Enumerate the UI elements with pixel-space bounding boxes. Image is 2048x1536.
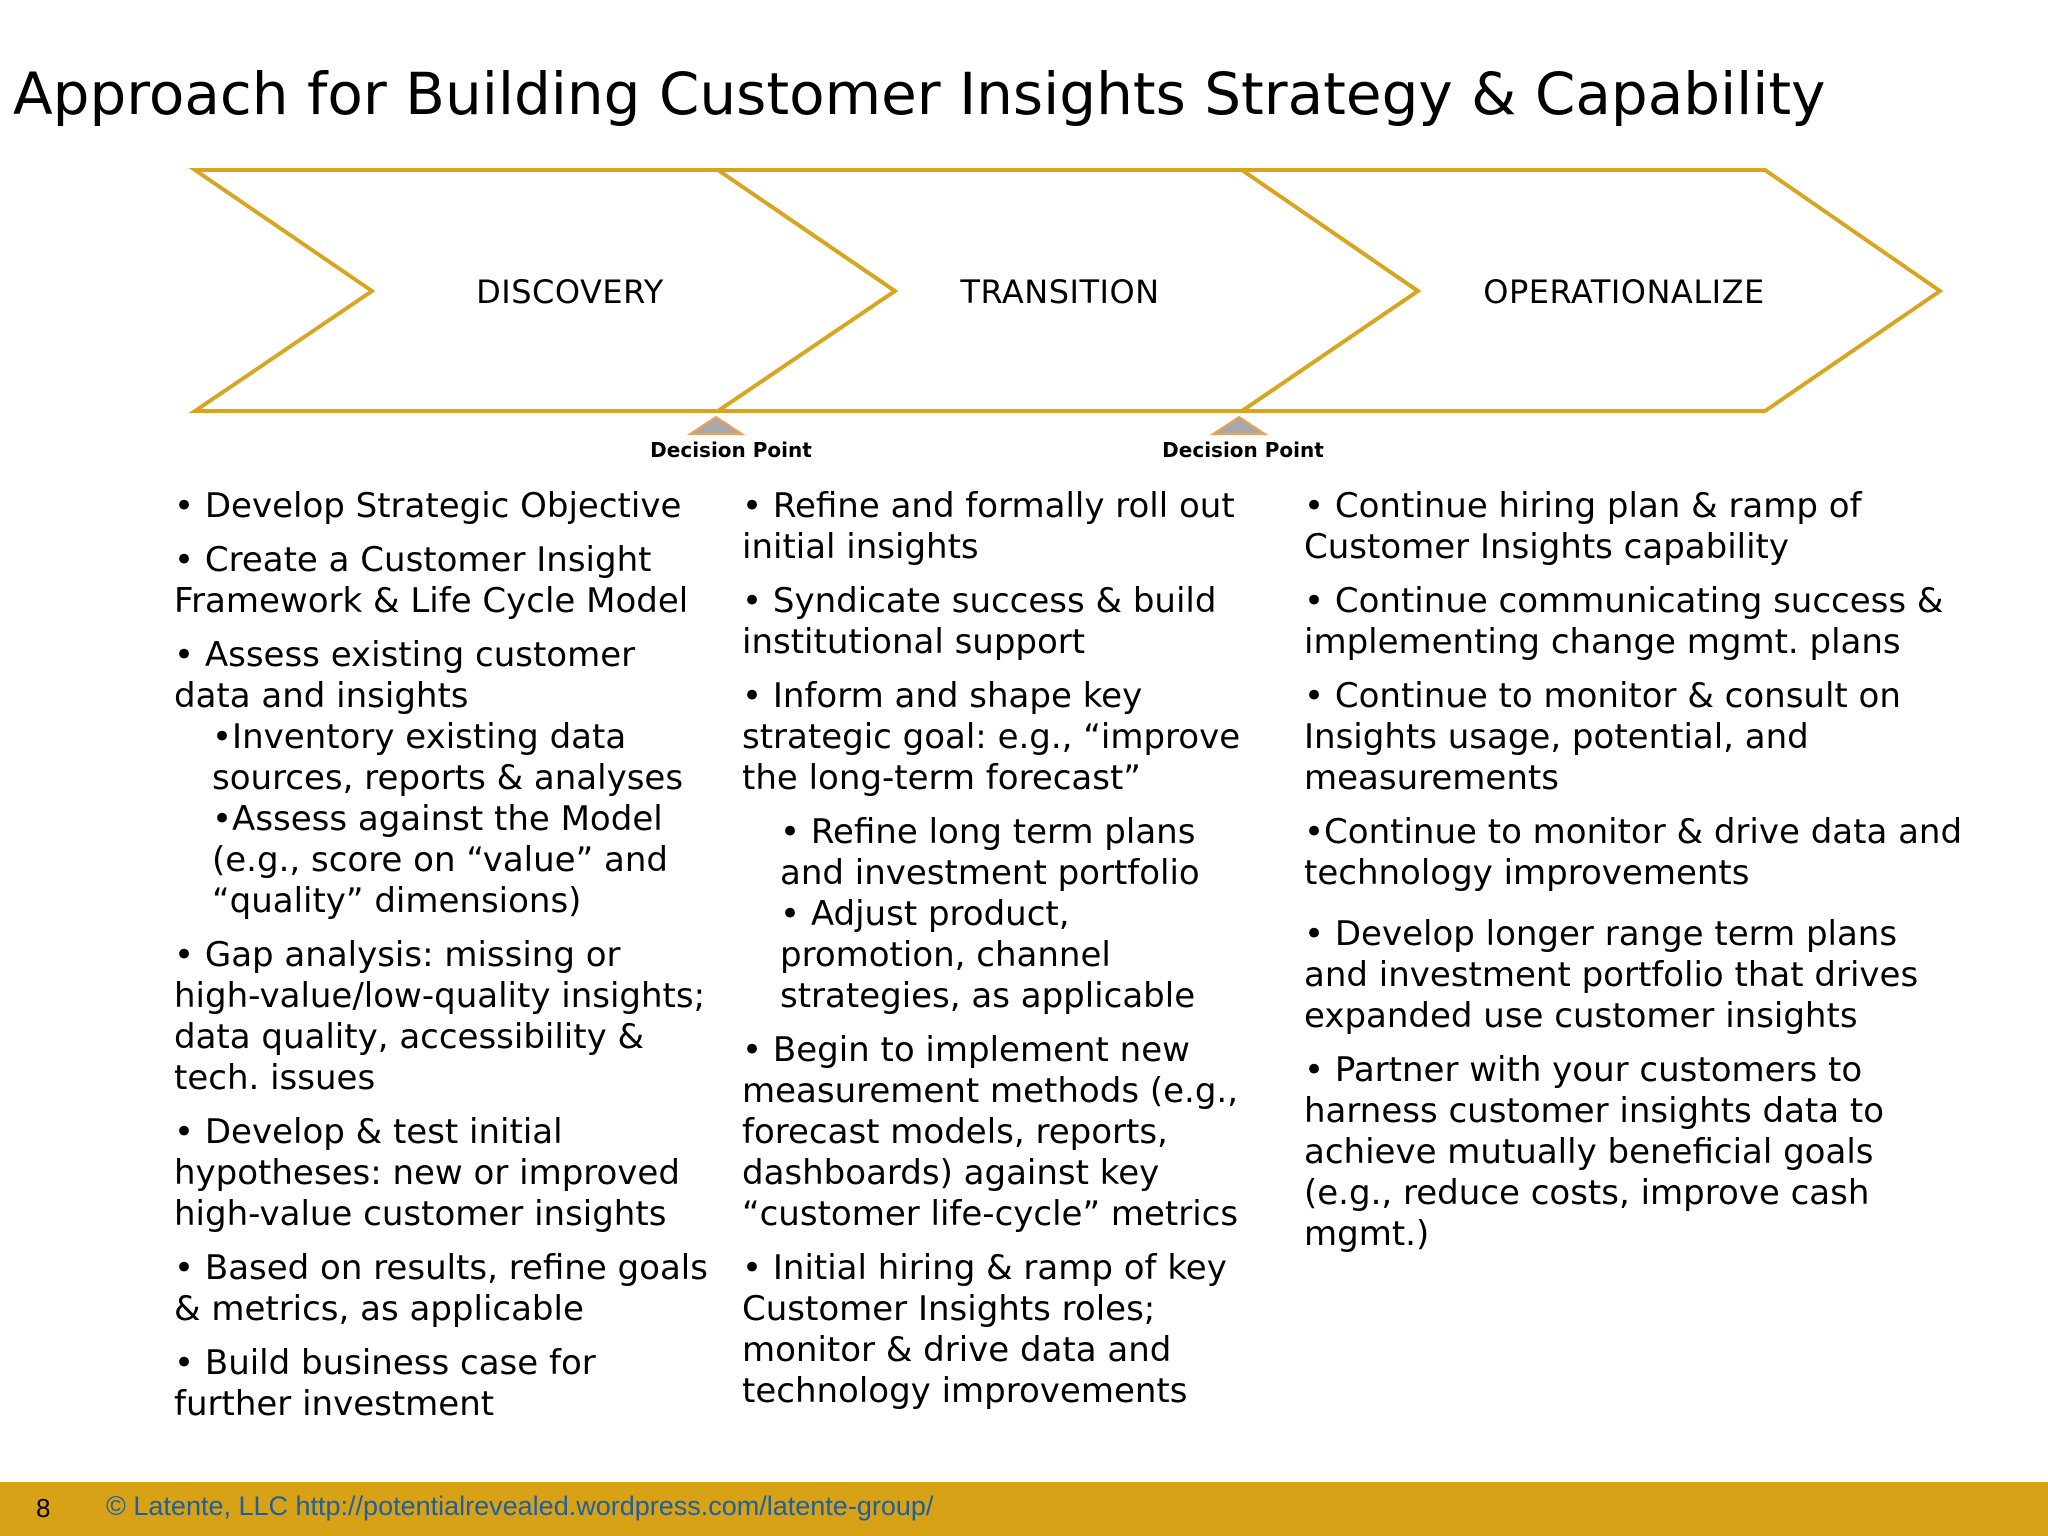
list-item: • Refine and formally roll out initial i… xyxy=(742,486,1235,567)
sub-list-item: •Assess against the Model (e.g., score o… xyxy=(212,799,668,921)
list-item: • Continue hiring plan & ramp of Custome… xyxy=(1304,486,1862,567)
list-item: • Gap analysis: missing or high-value/lo… xyxy=(174,935,706,1098)
phase-label-operationalize: OPERATIONALIZE xyxy=(1483,273,1765,311)
transition-activities: • Refine and formally roll out initial i… xyxy=(742,486,1262,1425)
list-item: • Create a Customer Insight Framework & … xyxy=(174,540,689,621)
list-item: •Continue to monitor & drive data and te… xyxy=(1304,812,1963,893)
list-item: • Build business case for further invest… xyxy=(174,1343,596,1424)
sub-list-item: • Adjust product, promotion, channel str… xyxy=(780,894,1196,1016)
decision-point-marker-1 xyxy=(686,415,746,435)
phase-label-discovery: DISCOVERY xyxy=(476,273,664,311)
footer-bar: 8 © Latente, LLC http://potentialreveale… xyxy=(0,1482,2048,1536)
phase-label-transition: TRANSITION xyxy=(960,273,1160,311)
decision-point-label-1: Decision Point xyxy=(650,438,812,462)
list-item: • Continue communicating success & imple… xyxy=(1304,581,1944,662)
decision-point-marker-2 xyxy=(1209,415,1269,435)
sub-list-item: • Refine long term plans and investment … xyxy=(780,812,1200,893)
footer-credit-link[interactable]: © Latente, LLC http://potentialrevealed.… xyxy=(106,1491,934,1521)
sub-list-item: •Inventory existing data sources, report… xyxy=(212,717,684,798)
list-item: • Based on results, refine goals & metri… xyxy=(174,1248,708,1329)
list-item: • Partner with your customers to harness… xyxy=(1304,1050,1885,1254)
list-item: • Syndicate success & build institutiona… xyxy=(742,581,1217,662)
chevron-operationalize xyxy=(1235,168,1944,413)
decision-point-label-2: Decision Point xyxy=(1162,438,1324,462)
list-item: • Assess existing customer data and insi… xyxy=(174,635,636,716)
list-item: • Develop longer range term plans and in… xyxy=(1304,914,1919,1036)
list-item: • Continue to monitor & consult on Insig… xyxy=(1304,676,1901,798)
operationalize-activities: • Continue hiring plan & ramp of Custome… xyxy=(1304,486,1964,1268)
list-item: • Develop & test initial hypotheses: new… xyxy=(174,1112,680,1234)
page-title: Approach for Building Customer Insights … xyxy=(13,60,1826,128)
list-item: • Begin to implement new measurement met… xyxy=(742,1030,1239,1234)
list-item: • Initial hiring & ramp of key Customer … xyxy=(742,1248,1227,1411)
discovery-activities: • Develop Strategic Objective • Create a… xyxy=(174,486,714,1438)
page-number: 8 xyxy=(36,1493,51,1523)
list-item: • Inform and shape key strategic goal: e… xyxy=(742,676,1241,798)
list-item: • Develop Strategic Objective xyxy=(174,486,682,526)
phase-chevron-diagram xyxy=(188,168,1944,435)
